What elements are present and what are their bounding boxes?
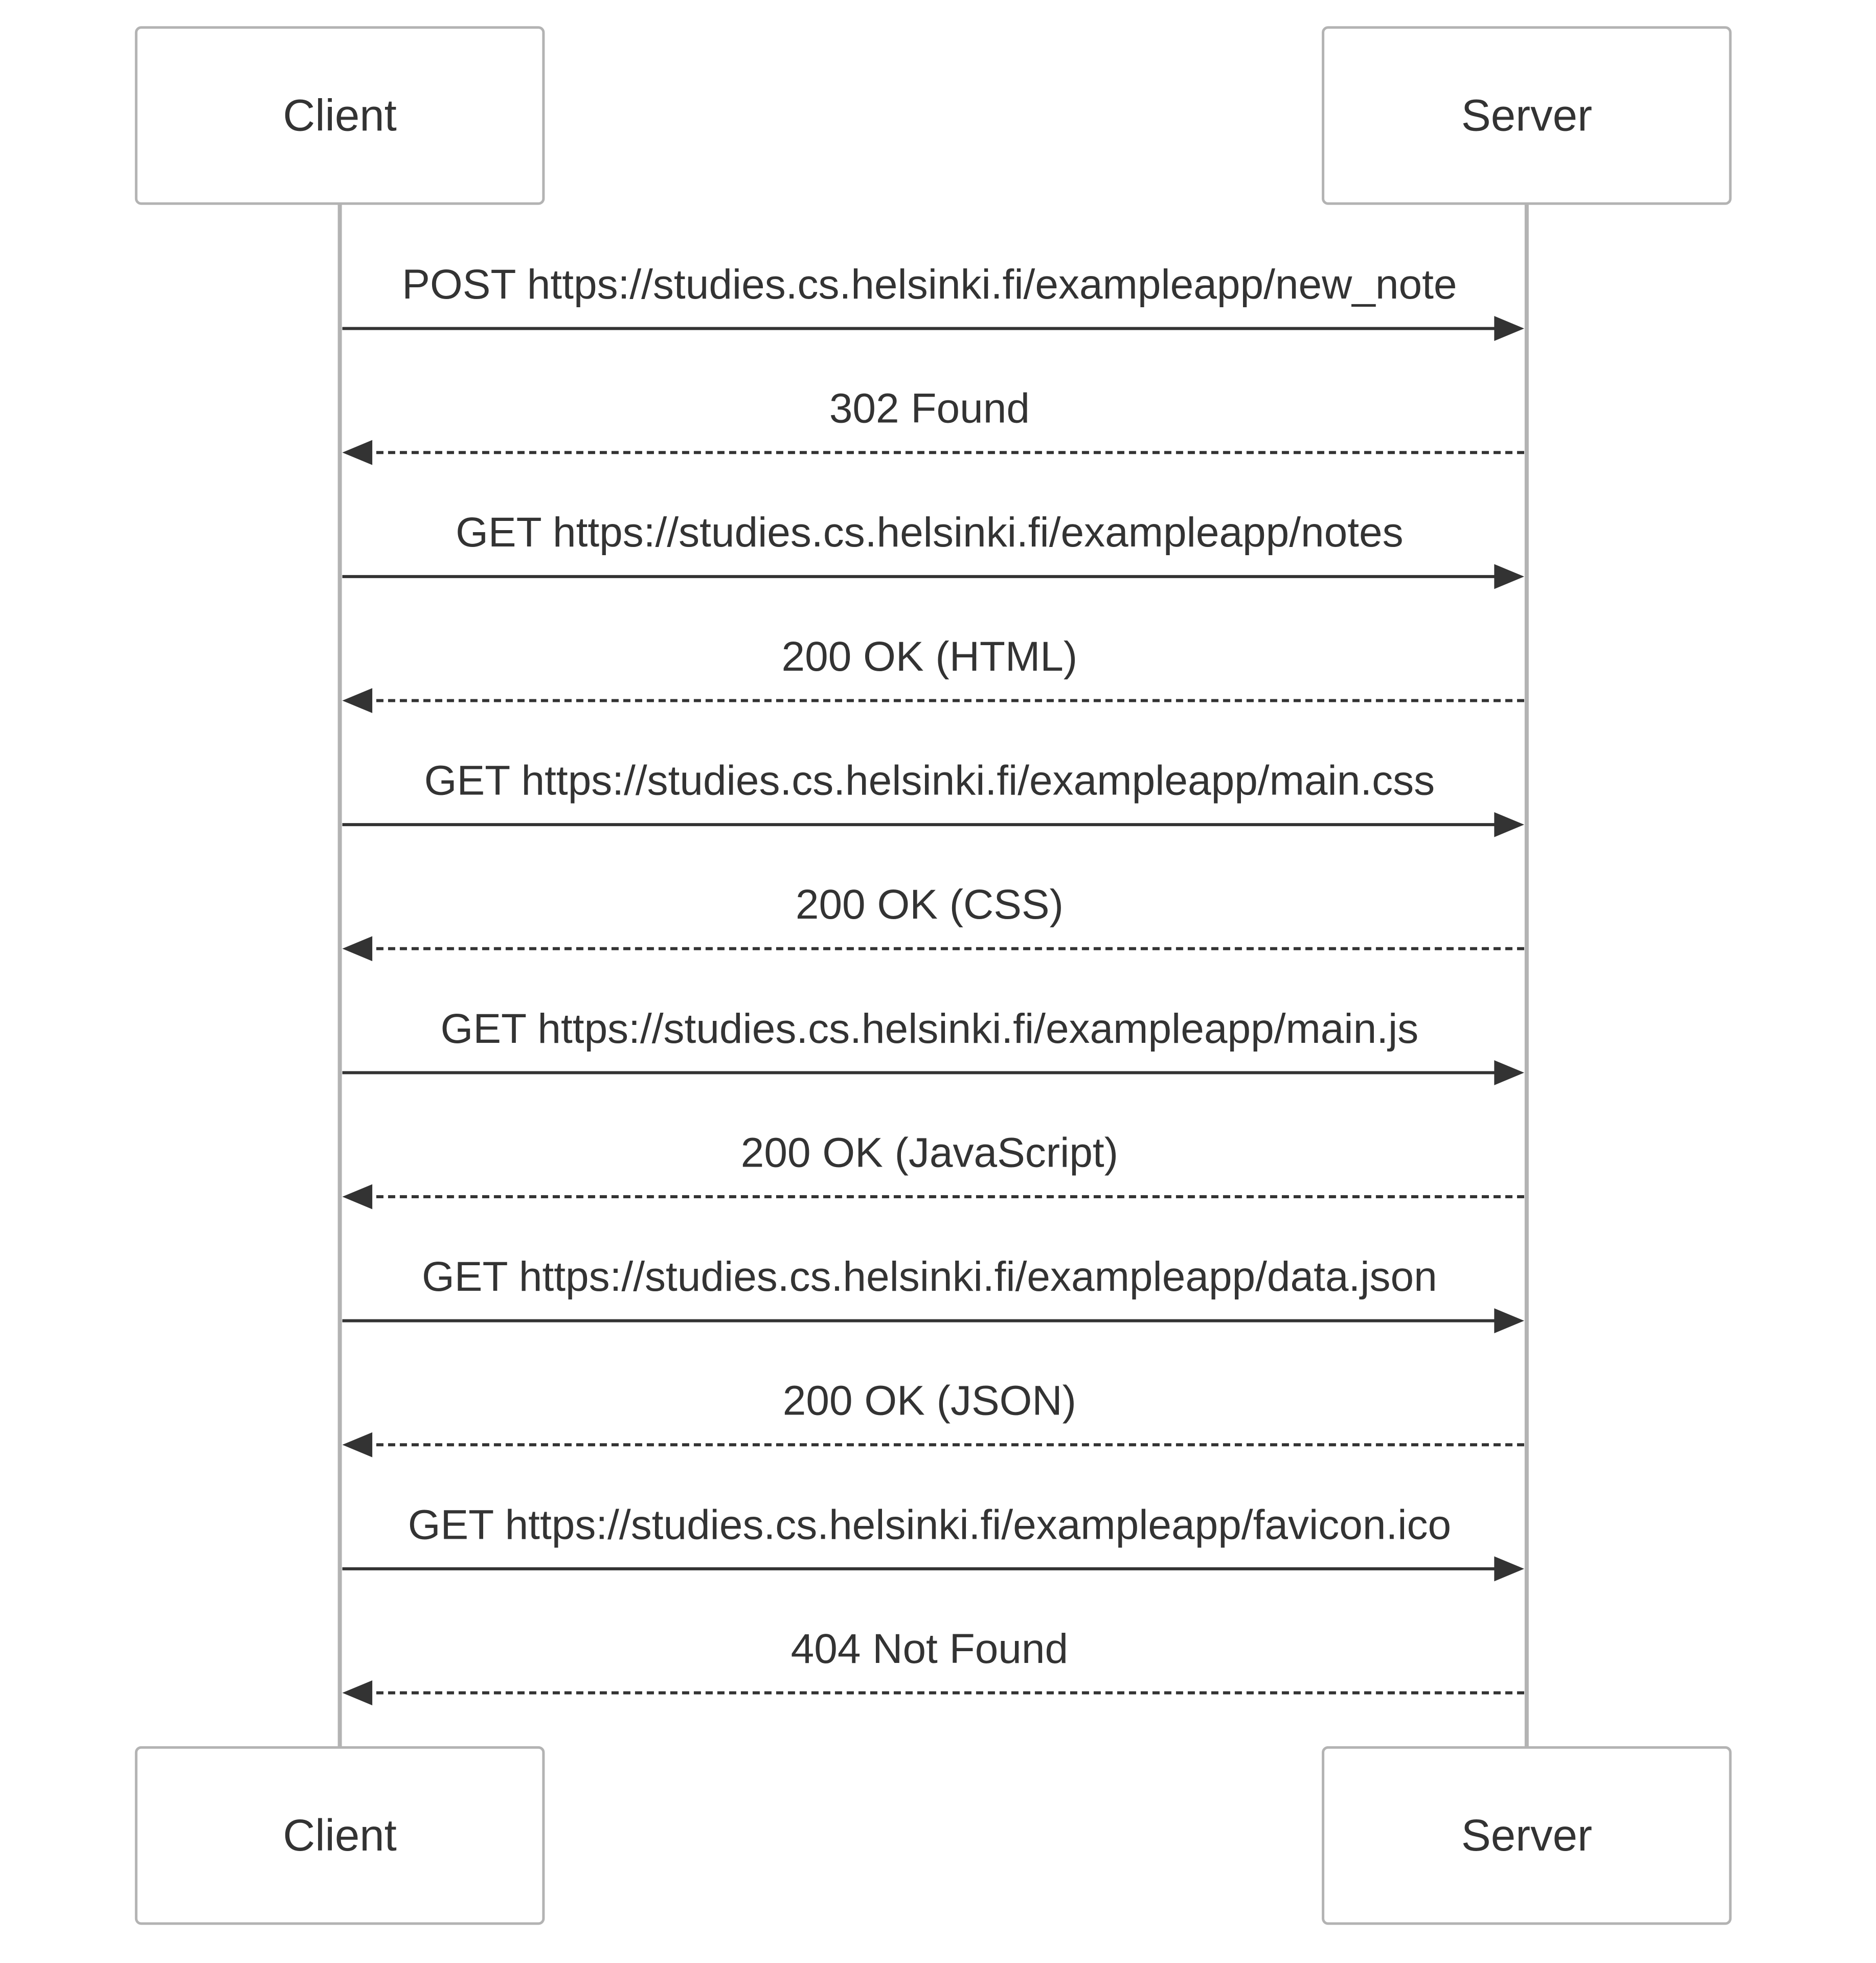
arrowhead	[1494, 1308, 1524, 1334]
arrowhead	[342, 440, 373, 465]
message-2: 302 Found	[342, 385, 1524, 465]
message-6: 200 OK (CSS)	[342, 881, 1524, 962]
arrowhead	[342, 688, 373, 713]
message-10: 200 OK (JSON)	[342, 1378, 1524, 1457]
actor-label: Server	[1461, 1811, 1592, 1860]
actor-box	[134, 1746, 545, 1925]
message-5: GET https://studies.cs.helsinki.fi/examp…	[342, 757, 1524, 837]
actor-label: Client	[283, 1811, 396, 1860]
message-11: GET https://studies.cs.helsinki.fi/examp…	[342, 1501, 1524, 1582]
message-label: 200 OK (JSON)	[783, 1378, 1076, 1424]
message-label: GET https://studies.cs.helsinki.fi/examp…	[441, 1006, 1419, 1052]
message-label: 404 Not Found	[791, 1626, 1069, 1672]
message-12: 404 Not Found	[342, 1626, 1524, 1705]
arrowhead	[1494, 1060, 1524, 1085]
message-1: POST https://studies.cs.helsinki.fi/exam…	[342, 261, 1524, 341]
arrowhead	[1494, 812, 1524, 837]
message-4: 200 OK (HTML)	[342, 633, 1524, 713]
message-label: 200 OK (HTML)	[782, 633, 1078, 680]
message-7: GET https://studies.cs.helsinki.fi/examp…	[342, 1006, 1524, 1085]
messages: POST https://studies.cs.helsinki.fi/exam…	[342, 261, 1524, 1705]
actor-label: Client	[283, 91, 396, 141]
actor-server-bottom: Server	[1322, 1746, 1732, 1925]
arrowhead	[342, 1184, 373, 1209]
message-label: 200 OK (JavaScript)	[741, 1129, 1118, 1176]
arrowhead	[1494, 1556, 1524, 1582]
arrowhead	[1494, 564, 1524, 589]
message-label: 302 Found	[829, 385, 1030, 432]
actor-box	[1322, 26, 1732, 205]
arrowhead	[342, 1680, 373, 1705]
arrowhead	[1494, 316, 1524, 341]
message-label: GET https://studies.cs.helsinki.fi/examp…	[422, 1253, 1437, 1300]
message-8: 200 OK (JavaScript)	[342, 1129, 1524, 1209]
message-9: GET https://studies.cs.helsinki.fi/examp…	[342, 1253, 1524, 1334]
lifelines	[337, 203, 1529, 1748]
message-label: GET https://studies.cs.helsinki.fi/examp…	[456, 509, 1404, 556]
actor-box	[134, 26, 545, 205]
actor-box	[1322, 1746, 1732, 1925]
message-label: 200 OK (CSS)	[796, 881, 1064, 928]
actors-bottom: Client Server	[134, 1746, 1732, 1925]
actors-top: Client Server	[134, 26, 1732, 205]
message-label: GET https://studies.cs.helsinki.fi/examp…	[424, 757, 1435, 804]
message-label: POST https://studies.cs.helsinki.fi/exam…	[402, 261, 1457, 308]
arrowhead	[342, 936, 373, 962]
arrowhead	[342, 1432, 373, 1457]
actor-client-bottom: Client	[134, 1746, 545, 1925]
actor-server-top: Server	[1322, 26, 1732, 205]
actor-client-top: Client	[134, 26, 545, 205]
message-3: GET https://studies.cs.helsinki.fi/examp…	[342, 509, 1524, 589]
actor-label: Server	[1461, 91, 1592, 141]
message-label: GET https://studies.cs.helsinki.fi/examp…	[408, 1501, 1451, 1548]
